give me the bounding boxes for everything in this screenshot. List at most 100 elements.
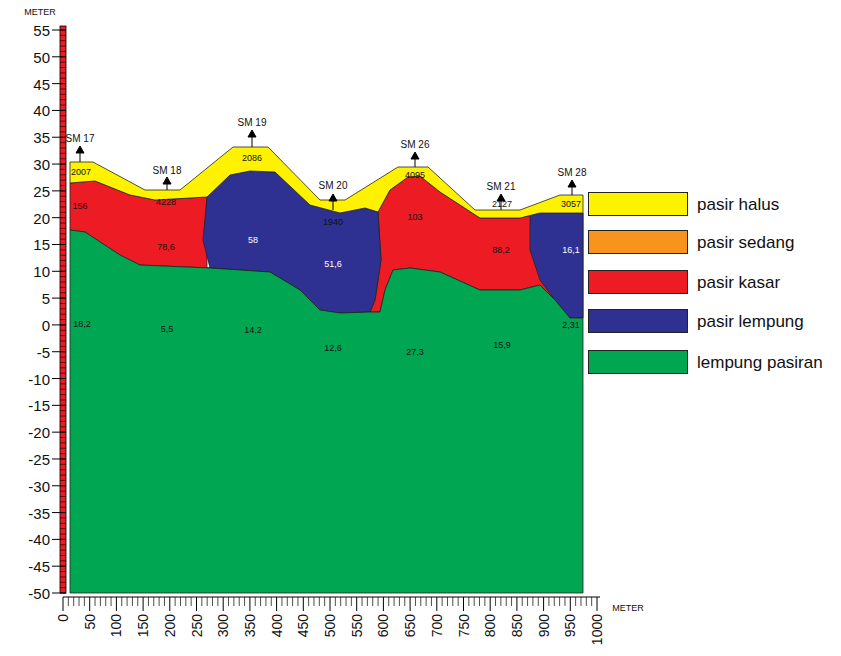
tick [60, 126, 66, 127]
tick [431, 597, 432, 606]
tick [559, 597, 560, 606]
ruler-ticks [52, 30, 66, 593]
tick [60, 335, 66, 336]
tick [60, 249, 66, 250]
axis-number: -10 [28, 371, 50, 386]
axis-number: 40 [33, 103, 50, 118]
tick [52, 190, 66, 191]
tick [372, 597, 373, 606]
axis-number: 55 [33, 23, 50, 38]
axis-number: -40 [28, 532, 50, 547]
tick [52, 593, 66, 594]
tick [60, 40, 66, 41]
tick [255, 597, 256, 606]
tick [60, 51, 66, 52]
tick [60, 501, 66, 502]
tick [60, 201, 66, 202]
legend-swatch [588, 230, 688, 254]
tick [554, 597, 555, 606]
tick [60, 469, 66, 470]
tick [297, 597, 298, 606]
resistivity-value: 88,2 [492, 246, 510, 255]
tick [60, 330, 66, 331]
axis-number: 0 [42, 317, 50, 332]
resistivity-value: 27,3 [406, 348, 424, 357]
tick [60, 410, 66, 411]
tick [52, 56, 66, 57]
tick [60, 276, 66, 277]
axis-number: -15 [28, 398, 50, 413]
tick [60, 453, 66, 454]
tick [60, 72, 66, 73]
tick [60, 496, 66, 497]
tick [292, 597, 293, 606]
tick [458, 597, 459, 606]
tick [164, 597, 165, 606]
axis-title: METER [24, 8, 56, 17]
tick [60, 544, 66, 545]
axis-number: 550 [350, 614, 364, 637]
tick [52, 485, 66, 486]
tick [60, 180, 66, 181]
station-label: SM 20 [319, 181, 348, 191]
tick [415, 597, 416, 606]
tick [60, 399, 66, 400]
axis-number: 450 [296, 614, 310, 637]
tick [60, 67, 66, 68]
resistivity-value: 58 [248, 236, 258, 245]
axis-number: 150 [136, 614, 150, 637]
tick [399, 597, 400, 606]
station-label: SM 18 [153, 166, 182, 176]
tick [52, 244, 66, 245]
resistivity-value: 156 [72, 202, 87, 211]
tick [60, 550, 66, 551]
axis-number: 1000 [590, 614, 604, 645]
tick [52, 271, 66, 272]
tick [404, 597, 405, 606]
axis-number: 0 [56, 614, 70, 622]
tick [60, 560, 66, 561]
tick [60, 421, 66, 422]
fine-sand-layer [70, 147, 583, 218]
tick [60, 196, 66, 197]
tick [52, 110, 66, 111]
legend-swatch [588, 192, 688, 216]
tick [52, 458, 66, 459]
tick [426, 597, 427, 606]
axis-number: 700 [430, 614, 444, 637]
tick [52, 324, 66, 325]
axis-number: 100 [109, 614, 123, 637]
tick [207, 597, 208, 606]
tick [52, 539, 66, 540]
resistivity-value: 18,2 [73, 320, 91, 329]
tick [60, 239, 66, 240]
tick [60, 314, 66, 315]
station-label: SM 26 [401, 140, 430, 150]
station-label: SM 17 [66, 134, 95, 144]
tick [436, 597, 437, 611]
tick [60, 582, 66, 583]
tick [506, 597, 507, 606]
tick [60, 46, 66, 47]
tick [60, 223, 66, 224]
resistivity-value: 78,6 [157, 243, 175, 252]
resistivity-value: 14,2 [244, 326, 262, 335]
tick [500, 597, 501, 606]
tick [60, 228, 66, 229]
tick [52, 405, 66, 406]
resistivity-value: 15,9 [493, 341, 511, 350]
tick [60, 255, 66, 256]
tick [308, 597, 309, 606]
tick [367, 597, 368, 606]
tick [89, 597, 90, 611]
station-arrows [76, 130, 576, 210]
axis-number: 250 [190, 614, 204, 637]
tick [60, 464, 66, 465]
tick [60, 367, 66, 368]
tick [60, 491, 66, 492]
tick [148, 597, 149, 606]
axis-number: 45 [33, 76, 50, 91]
x-axis-ticks [63, 597, 597, 611]
tick [60, 99, 66, 100]
tick [212, 597, 213, 606]
